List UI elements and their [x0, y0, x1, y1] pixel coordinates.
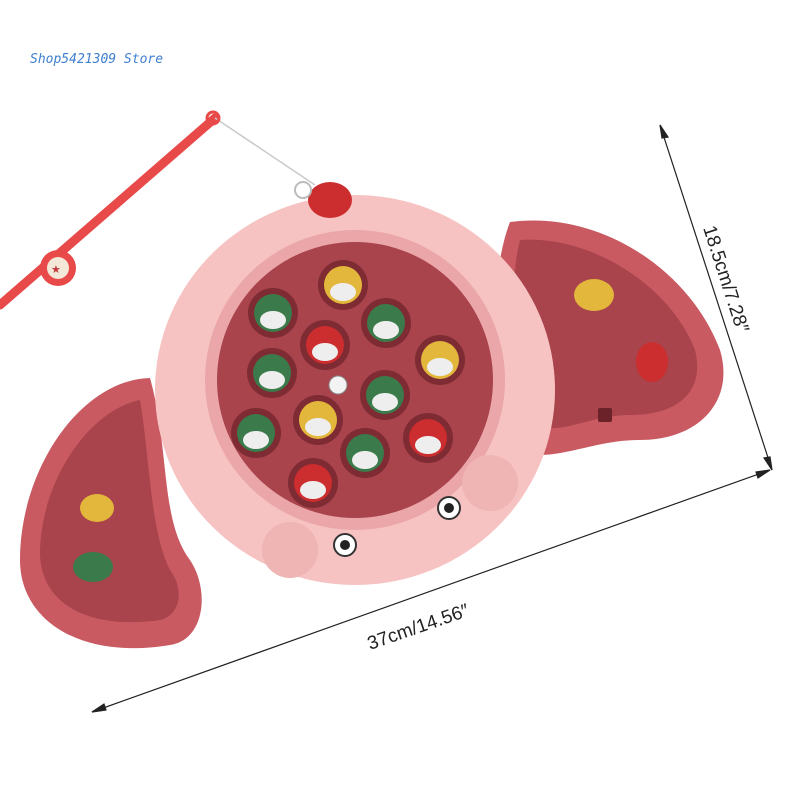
fish-mouth [415, 436, 441, 454]
hooked-fish [294, 181, 352, 218]
fish-mouth [372, 393, 398, 411]
fishing-rod: ★ [0, 110, 316, 310]
dimension-lines [91, 124, 773, 713]
fish-mouth [330, 283, 356, 301]
fish-mouth [243, 431, 269, 449]
height-dimension-label: 18.5cm/7.28″ [698, 223, 752, 336]
main-body [155, 195, 555, 585]
fish-mouth [427, 358, 453, 376]
fish-mouth [305, 418, 331, 436]
fish-mouth [259, 371, 285, 389]
left-tray [20, 378, 202, 649]
store-watermark: Shop5421309 Store [30, 52, 164, 67]
fish-mouth [300, 481, 326, 499]
fish-mouth [260, 311, 286, 329]
svg-text:★: ★ [51, 263, 61, 276]
pond-fish-group [231, 260, 465, 508]
fish-mouth [352, 451, 378, 469]
fish-mouth [312, 343, 338, 361]
fish-mouth [373, 321, 399, 339]
